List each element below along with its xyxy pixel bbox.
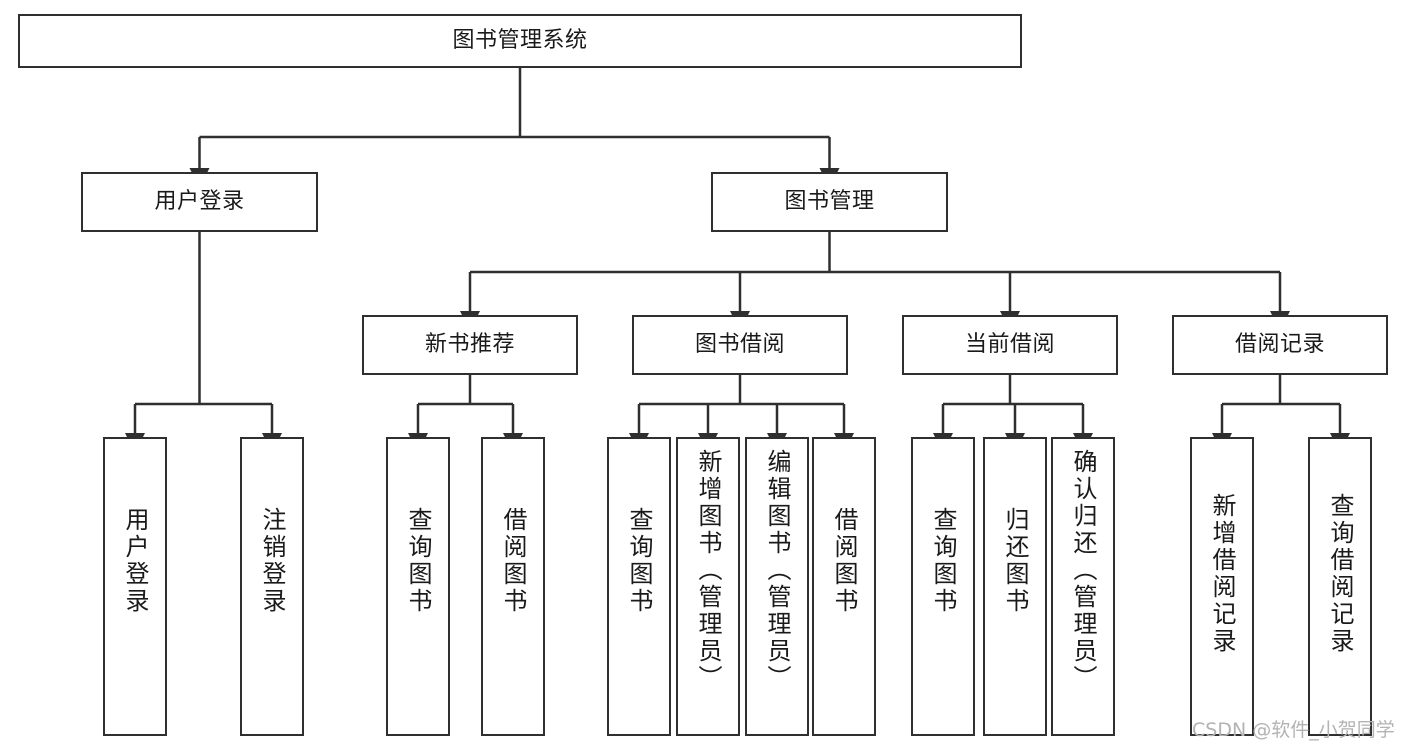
node-l-borrow-book-a[interactable]: 借阅图书 bbox=[481, 437, 545, 736]
node-l-query-book-a[interactable]: 查询图书 bbox=[386, 437, 450, 736]
node-n-current-borrow[interactable]: 当前借阅 bbox=[902, 315, 1118, 375]
node-l-return-book[interactable]: 归还图书 bbox=[983, 437, 1047, 736]
node-l-logout[interactable]: 注销登录 bbox=[240, 437, 304, 736]
node-label: 图书管理 bbox=[784, 188, 875, 214]
node-l-query-book-b[interactable]: 查询图书 bbox=[607, 437, 671, 736]
node-n-borrow-record[interactable]: 借阅记录 bbox=[1172, 315, 1388, 375]
node-label: 编辑图书（管理员） bbox=[763, 449, 791, 692]
node-label: 借阅图书 bbox=[499, 507, 527, 615]
node-n-new-book-rec[interactable]: 新书推荐 bbox=[362, 315, 578, 375]
node-label: 确认归还（管理员） bbox=[1069, 449, 1097, 692]
node-root[interactable]: 图书管理系统 bbox=[18, 14, 1022, 68]
node-label: 图书借阅 bbox=[694, 331, 785, 357]
node-label: 归还图书 bbox=[1001, 507, 1029, 615]
node-label: 新书推荐 bbox=[424, 331, 515, 357]
node-l-add-book[interactable]: 新增图书（管理员） bbox=[676, 437, 740, 736]
node-l-query-book-c[interactable]: 查询图书 bbox=[911, 437, 975, 736]
node-label: 用户登录 bbox=[121, 507, 149, 615]
node-label: 查询图书 bbox=[404, 507, 432, 615]
node-label: 用户登录 bbox=[154, 188, 245, 214]
node-label: 当前借阅 bbox=[964, 331, 1055, 357]
node-n-book-manage[interactable]: 图书管理 bbox=[711, 172, 948, 232]
node-label: 借阅记录 bbox=[1234, 331, 1325, 357]
node-l-confirm-return[interactable]: 确认归还（管理员） bbox=[1051, 437, 1115, 736]
node-label: 注销登录 bbox=[258, 507, 286, 615]
node-n-book-borrow[interactable]: 图书借阅 bbox=[632, 315, 848, 375]
node-label: 借阅图书 bbox=[830, 507, 858, 615]
node-l-borrow-book-b[interactable]: 借阅图书 bbox=[812, 437, 876, 736]
node-n-user-login[interactable]: 用户登录 bbox=[81, 172, 318, 232]
node-l-edit-book[interactable]: 编辑图书（管理员） bbox=[745, 437, 809, 736]
node-label: 查询图书 bbox=[625, 507, 653, 615]
node-label: 图书管理系统 bbox=[452, 27, 588, 53]
node-label: 新增借阅记录 bbox=[1208, 493, 1236, 655]
node-l-query-record[interactable]: 查询借阅记录 bbox=[1308, 437, 1372, 736]
node-label: 查询图书 bbox=[929, 507, 957, 615]
node-l-user-login[interactable]: 用户登录 bbox=[103, 437, 167, 736]
node-l-add-record[interactable]: 新增借阅记录 bbox=[1190, 437, 1254, 736]
node-label: 新增图书（管理员） bbox=[694, 449, 722, 692]
node-label: 查询借阅记录 bbox=[1326, 493, 1354, 655]
